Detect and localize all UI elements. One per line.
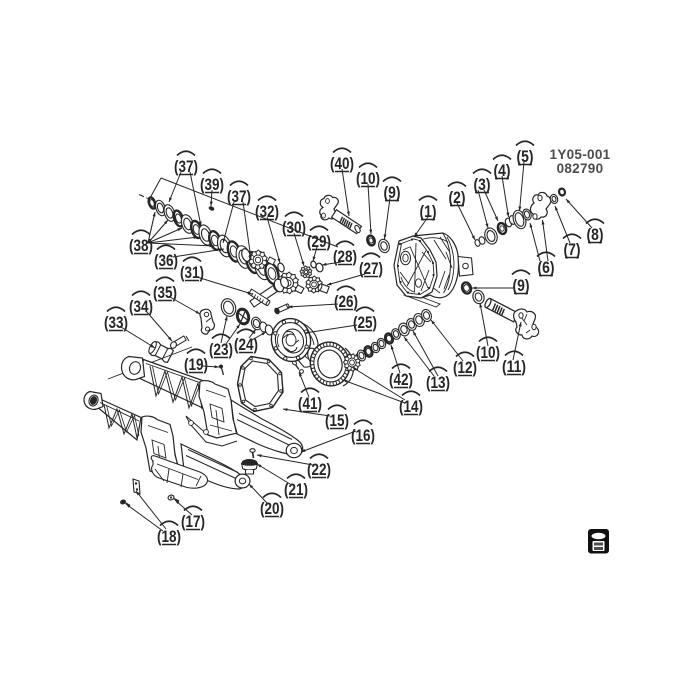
svg-text:(39): (39) <box>200 175 224 194</box>
svg-text:(29): (29) <box>307 232 331 251</box>
svg-text:(9): (9) <box>513 276 530 295</box>
svg-text:(23): (23) <box>209 340 233 359</box>
svg-text:(37): (37) <box>174 157 198 176</box>
svg-text:(42): (42) <box>389 370 413 389</box>
svg-text:(31): (31) <box>180 263 204 282</box>
svg-text:(14): (14) <box>399 397 423 416</box>
svg-text:(22): (22) <box>307 460 331 479</box>
svg-text:(21): (21) <box>284 480 308 499</box>
svg-text:(20): (20) <box>260 499 284 518</box>
svg-text:(5): (5) <box>517 147 534 166</box>
svg-text:(38): (38) <box>129 236 153 255</box>
svg-text:(17): (17) <box>181 512 205 531</box>
svg-text:(9): (9) <box>384 183 401 202</box>
svg-text:082790: 082790 <box>557 161 604 176</box>
svg-text:(35): (35) <box>153 283 177 302</box>
svg-text:(12): (12) <box>453 358 477 377</box>
svg-text:(19): (19) <box>184 355 208 374</box>
svg-text:(40): (40) <box>330 154 354 173</box>
svg-text:(41): (41) <box>298 394 322 413</box>
svg-text:(2): (2) <box>449 188 466 207</box>
svg-text:(28): (28) <box>333 247 357 266</box>
svg-text:(24): (24) <box>234 335 258 354</box>
svg-text:(25): (25) <box>353 313 377 332</box>
svg-text:(33): (33) <box>104 313 128 332</box>
svg-text:(15): (15) <box>325 411 349 430</box>
svg-text:(34): (34) <box>129 297 153 316</box>
svg-text:(36): (36) <box>154 251 178 270</box>
svg-text:(8): (8) <box>587 225 604 244</box>
svg-text:(32): (32) <box>255 202 279 221</box>
svg-text:(3): (3) <box>474 175 491 194</box>
svg-text:(10): (10) <box>356 169 380 188</box>
svg-text:(13): (13) <box>426 373 450 392</box>
svg-text:(30): (30) <box>282 218 306 237</box>
svg-text:(10): (10) <box>476 343 500 362</box>
svg-text:(26): (26) <box>334 292 358 311</box>
svg-text:(11): (11) <box>502 357 526 376</box>
svg-text:(1): (1) <box>420 202 437 221</box>
svg-text:(7): (7) <box>564 240 581 259</box>
svg-text:(18): (18) <box>157 527 181 546</box>
svg-text:1Y05-001: 1Y05-001 <box>550 147 611 162</box>
svg-text:(4): (4) <box>494 161 511 180</box>
svg-text:(6): (6) <box>538 258 555 277</box>
svg-text:(37): (37) <box>227 187 251 206</box>
svg-text:(16): (16) <box>351 426 375 445</box>
svg-text:(27): (27) <box>359 259 383 278</box>
